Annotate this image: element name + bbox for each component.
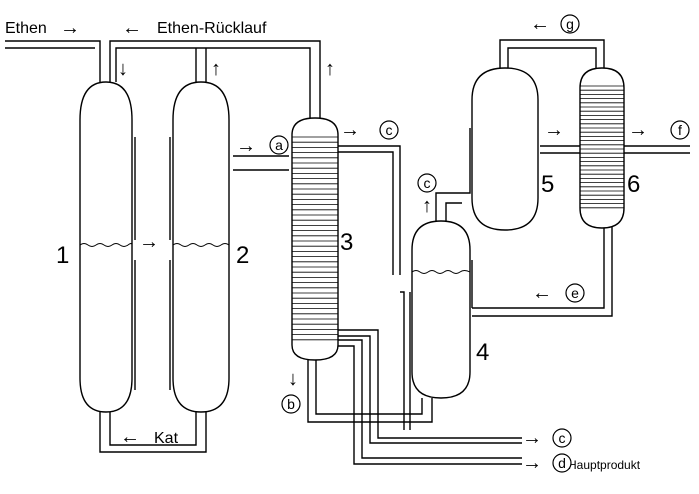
arrow-crossover: → <box>139 231 159 253</box>
vessel-4-left-pipe <box>400 291 405 430</box>
label-kat: Kat <box>154 430 179 447</box>
stream-e-pipe <box>472 225 605 309</box>
vessels <box>79 67 625 413</box>
column-3-overhead-c-inner <box>338 151 394 275</box>
stream-f-marker: f <box>670 120 690 140</box>
arrow-to-c-top: → <box>340 119 360 141</box>
unit-number-2: 2 <box>236 242 249 269</box>
stream-g-marker: g <box>560 14 580 34</box>
arrow-to-f: → <box>628 119 648 141</box>
column-3-side-d <box>338 339 522 459</box>
vessel-4 <box>411 220 471 399</box>
label-ethen-ruecklauf: Ethen-Rücklauf <box>157 20 267 37</box>
column-6-trays <box>580 85 624 209</box>
arrow-down-reactor-1: ↓ <box>118 58 128 80</box>
catalyst-loop-inner <box>109 412 197 446</box>
arrow-g: ← <box>530 13 550 35</box>
column-3-trays <box>292 136 338 341</box>
unit-number-3: 3 <box>340 229 353 256</box>
ethen-recycle-pipe-inner <box>115 47 311 122</box>
liquid-levels <box>79 243 471 274</box>
arrow-to-d: → <box>522 452 542 474</box>
stream-g-pipe <box>499 39 605 70</box>
stream-f-label: f <box>678 122 682 138</box>
label-ethen: Ethen <box>5 20 47 37</box>
stream-e-marker: e <box>565 283 585 303</box>
column-3-side-c-inner <box>338 335 522 444</box>
arrow-up-reactor-2: ↑ <box>211 58 221 80</box>
reactor-1-level <box>79 243 133 247</box>
reactor-2 <box>172 81 230 413</box>
stream-c-bottom-marker: c <box>552 428 572 448</box>
unit-number-4: 4 <box>476 339 489 366</box>
arrow-to-c-bottom: → <box>522 427 542 449</box>
catalyst-loop-outer <box>99 412 207 453</box>
ethen-recycle-pipe <box>109 40 321 122</box>
stream-c-bottom-label: c <box>559 430 566 446</box>
stream-b-label: b <box>287 396 295 412</box>
stream-g-pipe-inner <box>507 47 597 70</box>
column-3-overhead-c <box>338 145 401 275</box>
stream-a-label: a <box>275 137 283 153</box>
stream-c-top-label: c <box>386 122 393 138</box>
unit-number-6: 6 <box>627 171 640 198</box>
arrow-up-c: ↑ <box>422 195 432 217</box>
stream-a-marker: a <box>269 135 289 155</box>
arrow-down-b: ↓ <box>288 368 298 390</box>
vessel-4-level <box>411 270 471 274</box>
stream-c-mid-label: c <box>424 175 431 191</box>
stream-e-pipe-inner <box>472 225 613 317</box>
vessel-5 <box>471 67 539 231</box>
unit-number-1: 1 <box>56 242 69 269</box>
stream-c-top-marker: c <box>379 120 399 140</box>
unit-number-5: 5 <box>541 171 554 198</box>
vessel-4-top-pipe <box>435 128 471 221</box>
pipes <box>5 39 690 465</box>
column-3-side-c <box>338 329 522 439</box>
column-3-bottom-b-inner <box>315 360 423 415</box>
arrow-to-a: → <box>236 135 256 157</box>
arrow-up-column-3: ↑ <box>325 58 335 80</box>
reactor-1 <box>79 81 133 413</box>
stream-d-marker: d <box>552 453 572 473</box>
stream-b-marker: b <box>281 394 301 414</box>
arrow-into-6: → <box>544 119 564 141</box>
reactor-2-level <box>172 243 230 247</box>
arrow-kat: ← <box>120 426 140 448</box>
arrow-ethen: → <box>60 17 80 39</box>
stream-d-label: d <box>558 455 566 471</box>
stream-g-label: g <box>566 16 574 32</box>
label-hauptprodukt: Hauptprodukt <box>568 458 641 472</box>
stream-e-label: e <box>571 285 579 301</box>
stream-c-mid-marker: c <box>417 173 437 193</box>
ethen-feed-pipe <box>5 40 101 82</box>
column-3 <box>291 117 339 361</box>
arrow-ethen-ruecklauf: ← <box>122 17 142 39</box>
arrow-e: ← <box>532 282 552 304</box>
vessel-4-top-pipe-b <box>445 202 462 221</box>
column-3-side-d-inner <box>338 345 522 465</box>
